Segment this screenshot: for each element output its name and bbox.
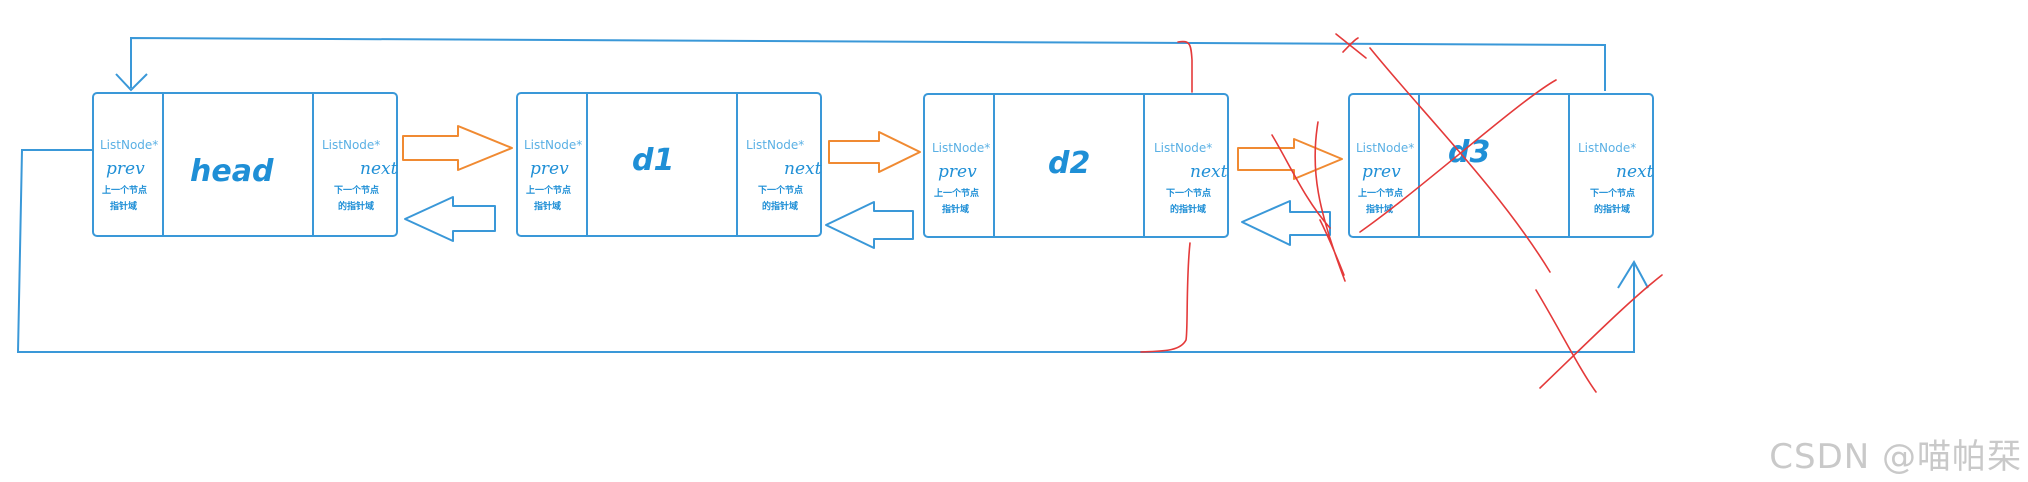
next-field-label: next: [360, 159, 398, 179]
prev-desc-line2: 指针域: [942, 203, 969, 215]
cross-d3-stroke-2: [1359, 79, 1557, 233]
node-d3: ListNode* prev 上一个节点 指针域 d3 ListNode* ne…: [1348, 93, 1654, 238]
node-name: d3: [1448, 135, 1490, 170]
prev-desc-line1: 上一个节点: [526, 184, 571, 196]
prev-field-label: prev: [530, 159, 569, 179]
next-desc-line2: 的指针域: [1594, 203, 1630, 215]
next-desc-line1: 下一个节点: [1166, 187, 1211, 199]
prev-type-label: ListNode*: [524, 138, 582, 152]
node-box: [516, 92, 822, 237]
prev-desc-line1: 上一个节点: [934, 187, 979, 199]
cut-line-bottom: [1140, 242, 1191, 353]
next-desc-line2: 的指针域: [762, 200, 798, 212]
circular-next-link-arrowhead: [115, 73, 148, 92]
node-name: d1: [632, 143, 674, 178]
prev-field-label: prev: [938, 162, 977, 182]
prev-field-label: prev: [1362, 162, 1401, 182]
prev-arrow-d2-to-d1: [825, 201, 914, 249]
node-box: [1348, 93, 1654, 238]
node-d1: ListNode* prev 上一个节点 指针域 d1 ListNode* ne…: [516, 92, 822, 237]
circular-prev-link-arrowhead: [1617, 259, 1649, 289]
node-box: [923, 93, 1229, 238]
next-type-label: ListNode*: [746, 138, 804, 152]
next-desc-line1: 下一个节点: [758, 184, 803, 196]
next-type-label: ListNode*: [1154, 141, 1212, 155]
node-name: head: [190, 154, 274, 189]
next-arrow-head-to-d1: [402, 125, 513, 171]
next-field-label: next: [784, 159, 822, 179]
prev-type-label: ListNode*: [932, 141, 990, 155]
csdn-watermark: CSDN @喵帕栞: [1769, 437, 2022, 477]
prev-type-label: ListNode*: [100, 138, 158, 152]
prev-arrow-d3-to-d2: [1241, 200, 1331, 246]
node-d2: ListNode* prev 上一个节点 指针域 d2 ListNode* ne…: [923, 93, 1229, 238]
next-arrow-d2-to-d3: [1237, 138, 1343, 180]
next-type-label: ListNode*: [1578, 141, 1636, 155]
node-head: ListNode* prev 上一个节点 指针域 head ListNode* …: [92, 92, 398, 237]
prev-desc-line2: 指针域: [1366, 203, 1393, 215]
node-box: [92, 92, 398, 237]
next-desc-line2: 的指针域: [1170, 203, 1206, 215]
circular-next-link: [130, 36, 1606, 91]
next-desc-line1: 下一个节点: [334, 184, 379, 196]
prev-arrow-d1-to-head: [404, 196, 496, 242]
cross-bottom-link: [1535, 274, 1663, 393]
cross-top-link: [1335, 33, 1367, 59]
prev-desc-line1: 上一个节点: [102, 184, 147, 196]
prev-field-label: prev: [106, 159, 145, 179]
prev-type-label: ListNode*: [1356, 141, 1414, 155]
circular-prev-link: [16, 149, 1635, 353]
next-desc-line1: 下一个节点: [1590, 187, 1635, 199]
next-type-label: ListNode*: [322, 138, 380, 152]
prev-desc-line2: 指针域: [110, 200, 137, 212]
next-field-label: next: [1616, 162, 1654, 182]
cut-line-top: [1177, 40, 1193, 93]
next-arrow-d1-to-d2: [828, 131, 921, 173]
next-desc-line2: 的指针域: [338, 200, 374, 212]
prev-desc-line2: 指针域: [534, 200, 561, 212]
prev-desc-line1: 上一个节点: [1358, 187, 1403, 199]
next-field-label: next: [1190, 162, 1228, 182]
cross-prev-arrow: [1271, 121, 1346, 282]
node-name: d2: [1048, 146, 1090, 181]
